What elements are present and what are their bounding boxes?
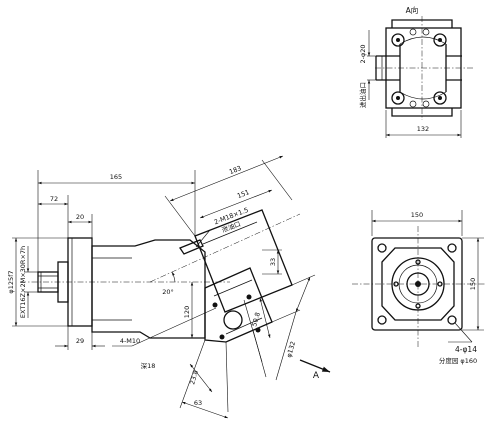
bolt-thread: 4-M10 — [120, 337, 140, 345]
front-holes: 4-φ14 — [455, 345, 477, 354]
view-a-port-label: 进出油口 — [358, 82, 367, 108]
view-a-title: A向 — [406, 5, 419, 15]
bolt-depth: 深18 — [141, 361, 156, 370]
side-view: 165 72 20 29 φ125f7 EXT16Z×2M×30R×7h 183 — [7, 155, 331, 419]
view-a-bolts — [391, 28, 447, 108]
front-pcd: 分度园 φ160 — [439, 356, 477, 365]
dim-72: 72 — [50, 195, 58, 203]
dim-183: 183 — [228, 164, 242, 176]
dim-63: 63 — [194, 399, 202, 407]
view-a: A向 2-φ20 进出油口 13 — [358, 5, 475, 138]
dim-33: 33 — [269, 258, 277, 266]
dim-phi125: φ125f7 — [7, 270, 15, 293]
view-arrow-label: A — [313, 371, 320, 381]
dim-50-8: 50.8 — [250, 311, 262, 327]
dim-20: 20 — [76, 213, 84, 221]
tilt-angle: 20° — [162, 288, 174, 296]
front-view: 150 150 4-φ14 分度园 φ160 — [352, 210, 486, 365]
dim-165: 165 — [110, 173, 122, 181]
dim-23-8: 23.8 — [188, 369, 200, 385]
dim-29: 29 — [76, 337, 84, 345]
spline-spec: EXT16Z×2M×30R×7h — [19, 246, 27, 318]
front-dim-150-right: 150 — [469, 278, 477, 290]
dim-151: 151 — [236, 188, 250, 200]
front-dim-150-top: 150 — [411, 211, 423, 219]
dim-120: 120 — [183, 306, 191, 318]
view-a-dim-132: 132 — [417, 125, 429, 133]
view-a-dim-2phi20: 2-φ20 — [359, 44, 367, 63]
